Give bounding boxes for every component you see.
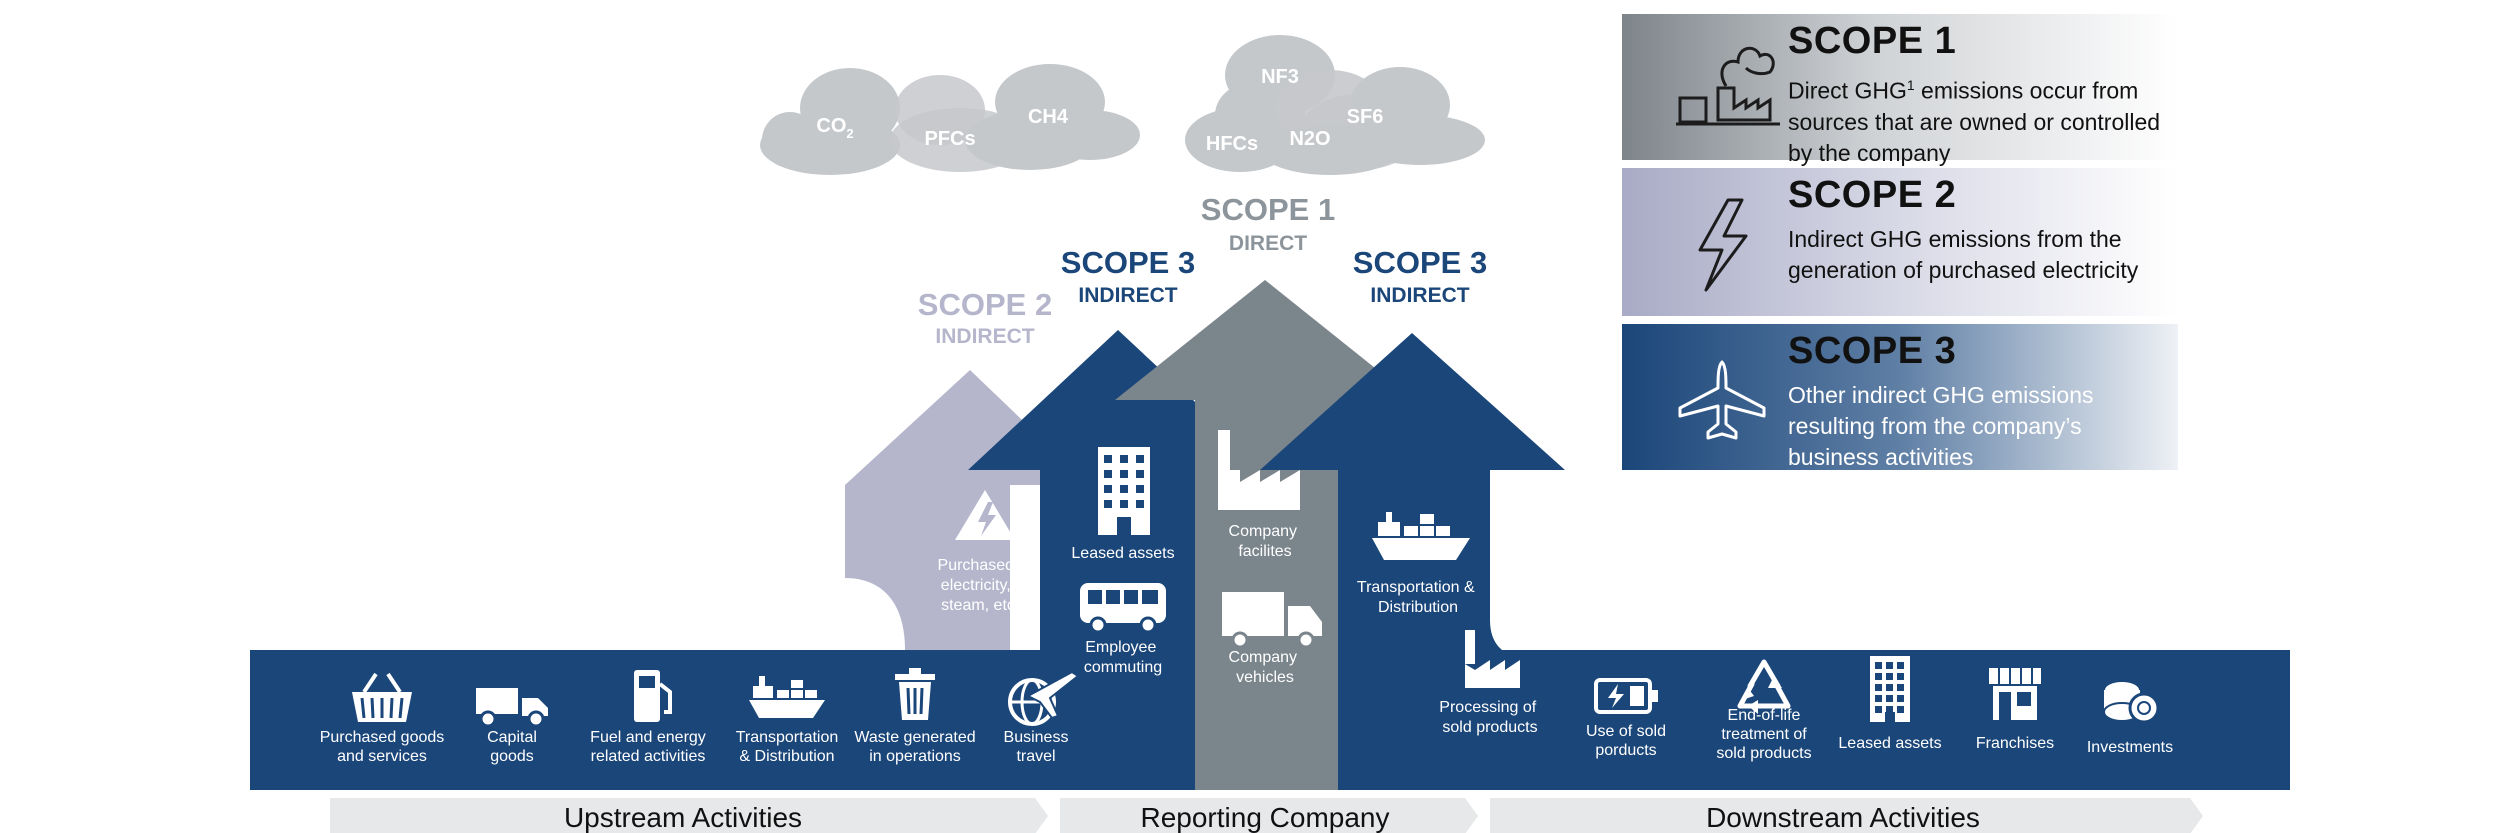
shopping-basket-icon bbox=[352, 672, 412, 722]
office-tower-icon bbox=[1098, 447, 1150, 535]
gas-n2o: N2O bbox=[1289, 128, 1330, 150]
processing-label: Processing of sold products bbox=[1439, 699, 1540, 736]
scope2-panel-desc: Indirect GHG emissions from the generati… bbox=[1788, 226, 2139, 283]
gas-nf3: NF3 bbox=[1261, 66, 1299, 88]
scope1-arrow bbox=[1115, 280, 1415, 790]
upstream-activities-label: Upstream Activities bbox=[564, 802, 802, 833]
scope1-arrow-title: SCOPE 1 bbox=[1201, 192, 1335, 227]
lightning-icon bbox=[1698, 198, 1748, 292]
scope2-panel-title: SCOPE 2 bbox=[1788, 174, 1957, 216]
upstream-item-4: Transportation& Distribution bbox=[736, 676, 839, 765]
scope2-panel-bg bbox=[1622, 168, 2178, 316]
scope1-arrow-sub: DIRECT bbox=[1229, 232, 1307, 255]
warning-electric-icon bbox=[955, 490, 1015, 540]
scope3-upstream-title: SCOPE 3 bbox=[1061, 245, 1195, 280]
trash-can-icon bbox=[895, 668, 935, 720]
storefront-icon bbox=[1989, 668, 2041, 720]
upstream-bar bbox=[330, 798, 1048, 833]
globe-plane-icon bbox=[1008, 670, 1080, 726]
fuel-pump-icon bbox=[634, 670, 672, 722]
bus-icon bbox=[1080, 583, 1166, 634]
employee-commuting-label: Employee commuting bbox=[1084, 639, 1162, 676]
recycle-icon bbox=[1737, 659, 1791, 714]
gas-pfcs: PFCs bbox=[924, 128, 975, 150]
cargo-ship-icon bbox=[749, 676, 825, 718]
downstream-item-label: Franchises bbox=[1976, 735, 2054, 752]
coins-icon bbox=[2103, 680, 2160, 724]
downstream-item-4: Franchises bbox=[1976, 668, 2054, 752]
scope1-panel-desc: Direct GHG1 emissions occur from sources… bbox=[1788, 77, 2161, 166]
downstream-activities-label: Downstream Activities bbox=[1706, 802, 1980, 833]
gas-ch4: CH4 bbox=[1028, 106, 1069, 128]
transport-downstream-label: Transportation & Distribution bbox=[1357, 579, 1479, 616]
scope1-panel-title: SCOPE 1 bbox=[1788, 20, 1957, 62]
scope1-panel: SCOPE 1 Direct GHG1 emissions occur from… bbox=[1622, 14, 2178, 166]
scope3-panel-bg bbox=[1622, 324, 2178, 470]
battery-icon bbox=[1594, 678, 1658, 714]
scope2-item-label: Purchased electricity, steam, etc bbox=[938, 557, 1019, 614]
scope3-panel-desc: Other indirect GHG emissions resulting f… bbox=[1788, 382, 2094, 470]
gas-sf6: SF6 bbox=[1347, 106, 1384, 128]
scope3-panel-title: SCOPE 3 bbox=[1788, 330, 1957, 372]
scope2-panel: SCOPE 2 Indirect GHG emissions from the … bbox=[1622, 168, 2178, 316]
office-building-icon bbox=[1870, 656, 1910, 722]
reporting-company-label: Reporting Company bbox=[1140, 802, 1389, 833]
scope3-upstream-sub: INDIRECT bbox=[1078, 284, 1177, 307]
gas-hfcs: HFCs bbox=[1206, 133, 1258, 155]
ghg-cloud-right bbox=[1185, 35, 1485, 175]
factory-smoke-icon bbox=[1676, 46, 1780, 126]
company-facilities-label: Company facilites bbox=[1229, 523, 1302, 560]
scope1-panel-bg bbox=[1622, 14, 2178, 160]
company-vehicles-label: Company vehicles bbox=[1229, 649, 1302, 686]
gas-co2: CO2 bbox=[816, 115, 853, 141]
delivery-truck-icon bbox=[1222, 592, 1322, 649]
scope2-arrow-sub: INDIRECT bbox=[935, 325, 1034, 348]
downstream-item-label: Leased assets bbox=[1838, 735, 1941, 752]
downstream-item-5: Investments bbox=[2087, 680, 2173, 756]
downstream-item-label: Investments bbox=[2087, 739, 2173, 756]
factory-processing-icon bbox=[1465, 630, 1520, 688]
scope3-downstream-sub: INDIRECT bbox=[1370, 284, 1469, 307]
scope3-upstream-arrow bbox=[968, 330, 1268, 790]
ghg-cloud-left bbox=[760, 64, 1140, 175]
downstream-item-3: Leased assets bbox=[1838, 656, 1942, 752]
scope3-downstream-title: SCOPE 3 bbox=[1353, 245, 1487, 280]
scope2-arrow-title: SCOPE 2 bbox=[918, 287, 1052, 322]
downstream-bar bbox=[1490, 798, 2203, 833]
upstream-item-label: Transportation& Distribution bbox=[736, 729, 839, 765]
dump-truck-icon bbox=[476, 688, 548, 728]
airplane-icon bbox=[1678, 360, 1766, 440]
factory-icon bbox=[1218, 430, 1300, 510]
leased-assets-label: Leased assets bbox=[1071, 545, 1174, 562]
container-ship-icon bbox=[1372, 512, 1470, 560]
scope3-panel: SCOPE 3 Other indirect GHG emissions res… bbox=[1622, 324, 2178, 470]
reporting-bar bbox=[1060, 798, 1478, 833]
